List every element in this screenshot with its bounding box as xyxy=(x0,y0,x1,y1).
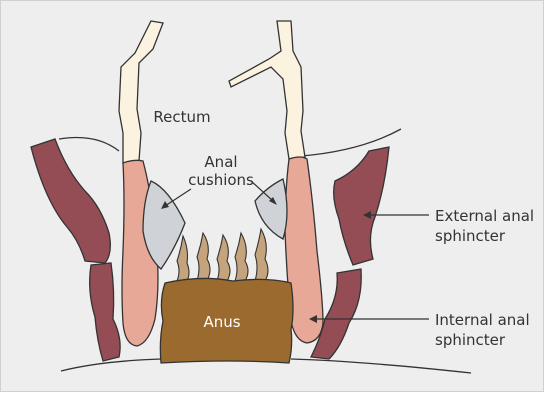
external-sphincter-right-upper xyxy=(334,147,389,265)
pelvic-floor-left xyxy=(59,138,119,152)
anal-column xyxy=(255,229,268,281)
anal-column xyxy=(197,233,210,281)
label-rectum: Rectum xyxy=(153,108,210,126)
rectal-wall-right xyxy=(229,21,305,159)
label-external-sphincter-line2: sphincter xyxy=(435,227,506,245)
skin-outline-left xyxy=(61,359,161,371)
anal-column xyxy=(177,236,189,281)
anal-column xyxy=(217,235,230,281)
label-internal-sphincter-line1: Internal anal xyxy=(435,311,530,329)
anal-columns xyxy=(177,229,268,281)
label-anus: Anus xyxy=(203,313,240,331)
external-sphincter-left-upper xyxy=(31,139,110,263)
label-external-sphincter-line1: External anal xyxy=(435,207,534,225)
label-anal-cushions-line1: Anal xyxy=(204,153,237,171)
external-sphincter-left-lower xyxy=(90,263,120,361)
anal-column xyxy=(235,233,248,281)
label-internal-sphincter-line2: sphincter xyxy=(435,331,506,349)
anal-cushion-right xyxy=(255,179,287,239)
label-anal-cushions-line2: cushions xyxy=(188,171,254,189)
skin-outline-right xyxy=(291,359,471,373)
rectal-wall-left xyxy=(119,21,163,163)
